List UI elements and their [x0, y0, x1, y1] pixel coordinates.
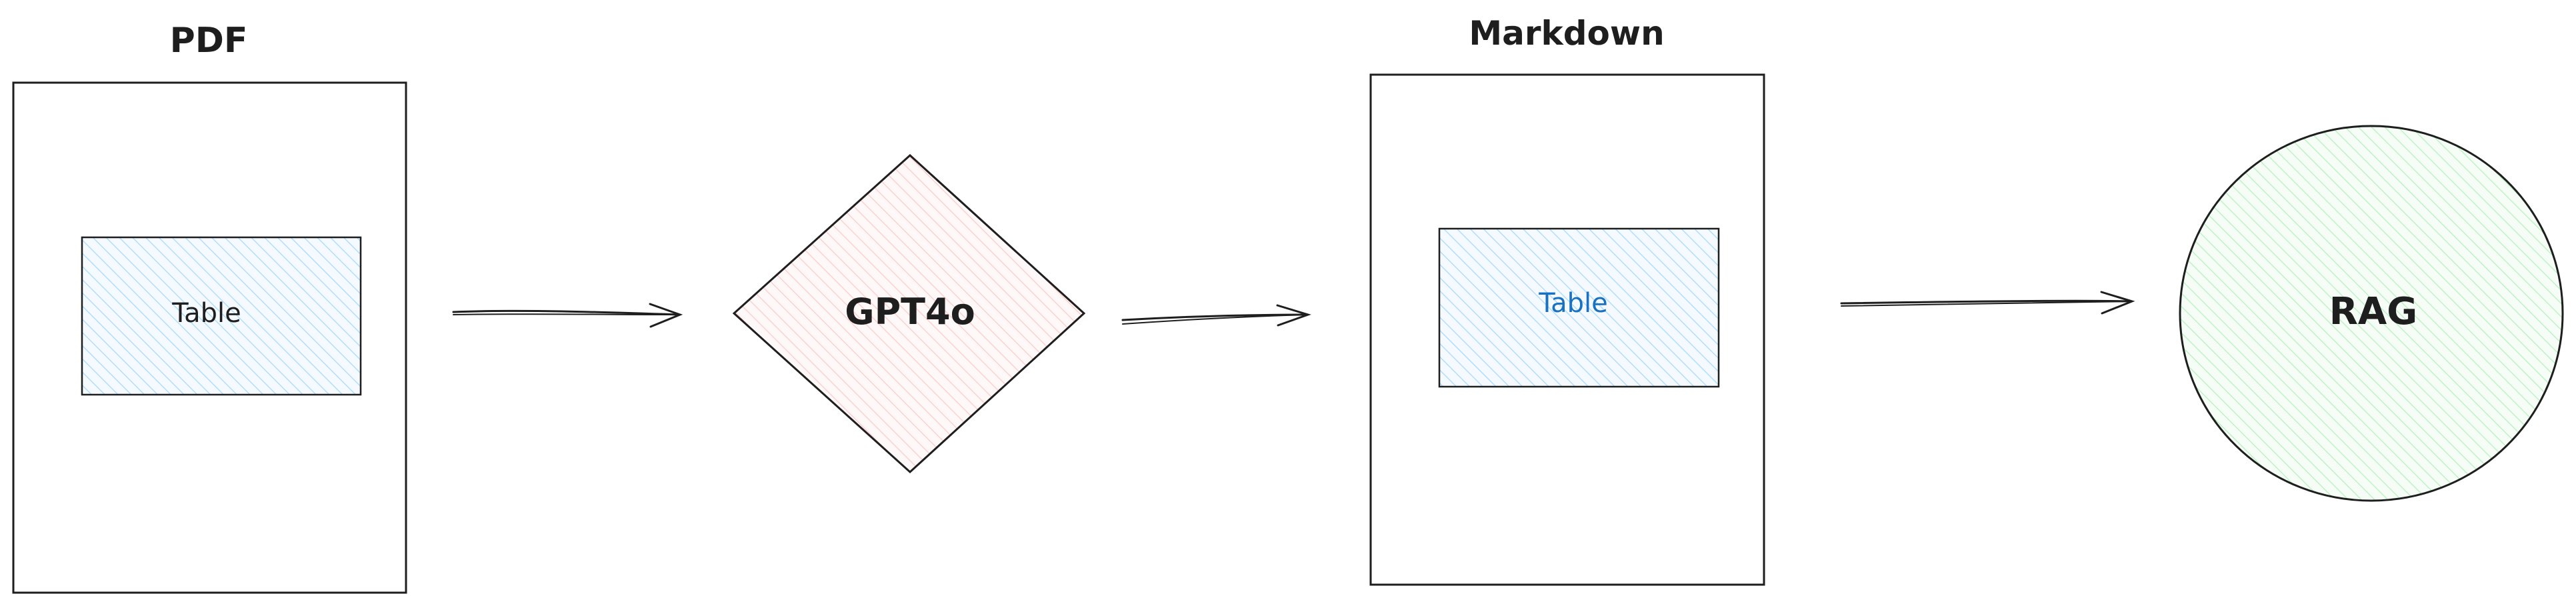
pdf-page	[12, 81, 407, 594]
markdown-title: Markdown	[1469, 14, 1664, 53]
gpt-label: GPT4o	[845, 291, 975, 333]
markdown-node: Markdown Table	[1369, 14, 1765, 586]
pdf-table-label: Table	[171, 298, 241, 329]
markdown-table-box	[1438, 227, 1720, 388]
rag-node: RAG	[2179, 125, 2564, 502]
arrow-pdf-to-gpt	[452, 303, 683, 328]
markdown-page	[1369, 73, 1765, 586]
rag-label: RAG	[2329, 290, 2417, 333]
gpt-node: GPT4o	[732, 153, 1086, 474]
pdf-table-box	[81, 236, 362, 396]
rag-circle	[2179, 125, 2564, 502]
pdf-node: PDF Table	[12, 21, 407, 594]
markdown-table-label: Table	[1538, 288, 1607, 319]
pdf-title: PDF	[170, 21, 248, 61]
gpt-diamond	[732, 153, 1086, 474]
arrow-markdown-to-rag	[1840, 291, 2135, 315]
arrow-gpt-to-markdown	[1121, 304, 1311, 327]
